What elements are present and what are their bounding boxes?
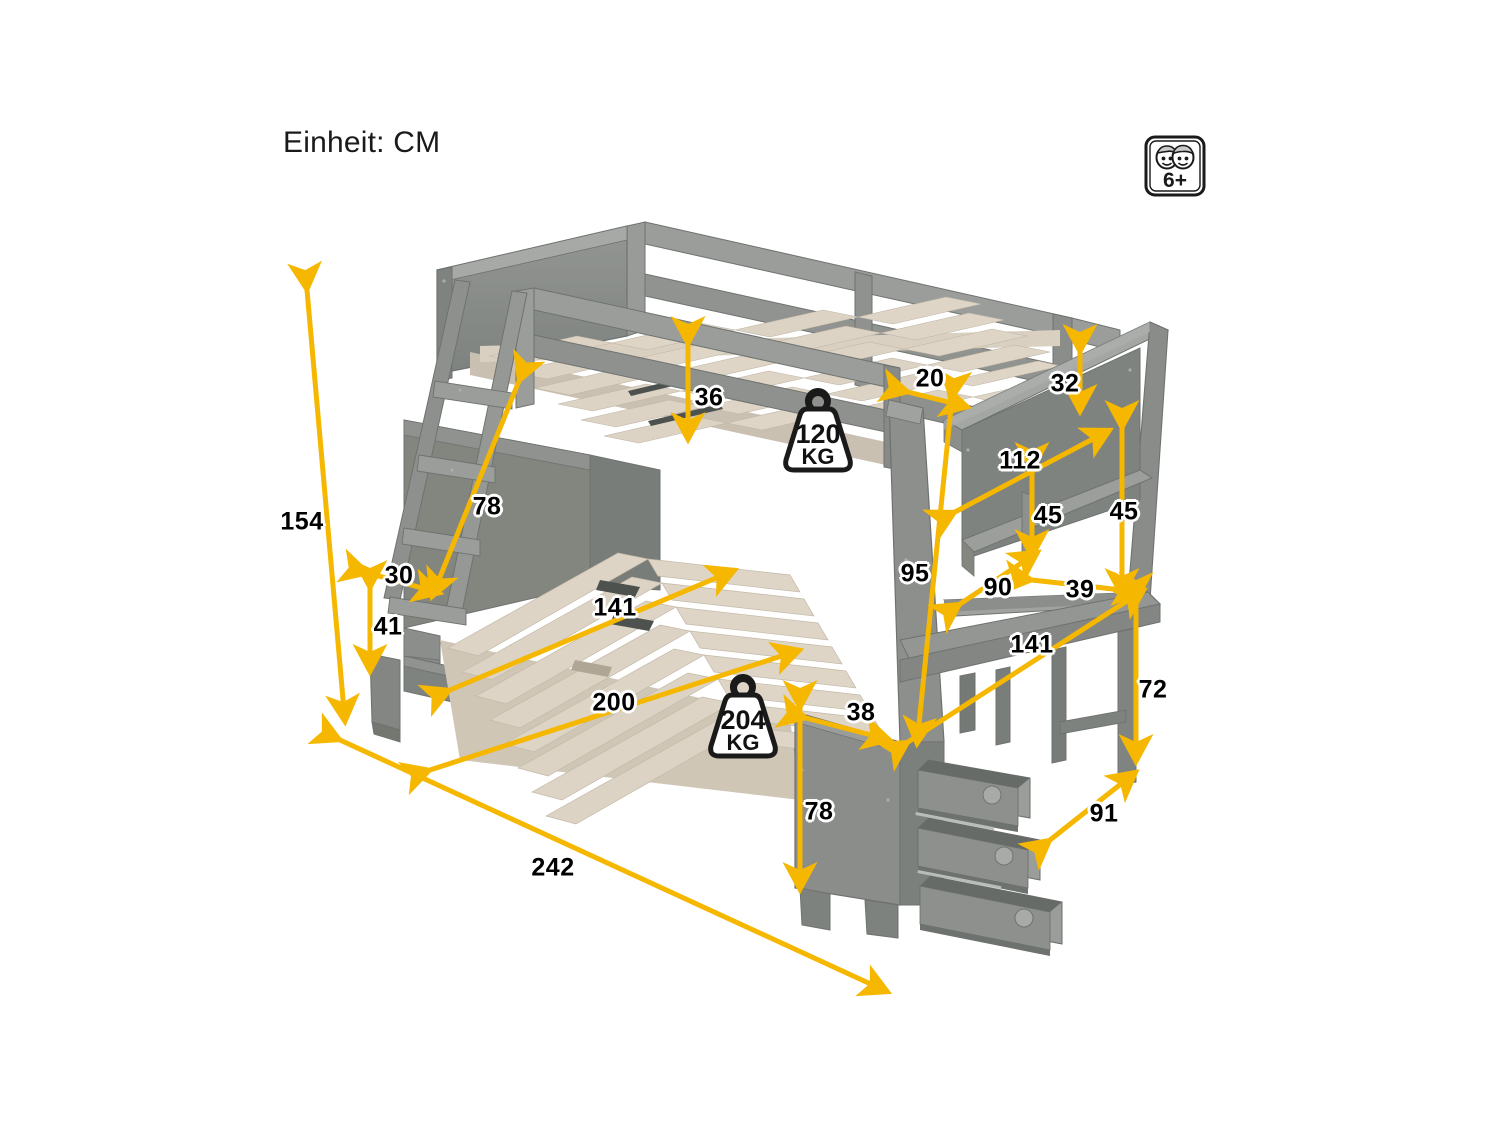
dimension-label-shelf-height-left: 45 bbox=[1033, 501, 1063, 530]
bed-frame-geometry bbox=[369, 221, 1170, 956]
dimension-label-ladder-offset: 30 bbox=[384, 561, 414, 590]
dimension-label-desk-depth: 91 bbox=[1089, 799, 1119, 828]
dimension-label-shelf-width: 112 bbox=[999, 446, 1041, 475]
age-badge-label: 6+ bbox=[1163, 169, 1187, 192]
dimension-label-upper-bunk-clearance: 36 bbox=[694, 383, 724, 412]
dimension-label-shelf-height-right: 45 bbox=[1109, 497, 1139, 526]
arrow-overall-length bbox=[307, 712, 893, 997]
two-children-faces-icon: 6+ bbox=[1144, 135, 1206, 197]
dimension-label-overall-length: 242 bbox=[531, 853, 575, 882]
dimension-label-stair-depth: 38 bbox=[846, 698, 876, 727]
dimension-label-shelf-inner-width: 90 bbox=[983, 573, 1013, 602]
dimension-label-side-panel-height: 95 bbox=[900, 559, 930, 588]
dimension-label-overall-height: 154 bbox=[280, 507, 324, 536]
dimension-label-ladder-length: 78 bbox=[472, 492, 502, 521]
arrow-ladder-length bbox=[426, 348, 546, 602]
arrow-desk-depth bbox=[1017, 769, 1140, 872]
stair-side-panel bbox=[885, 399, 945, 791]
dimension-label-lower-rail-height: 41 bbox=[373, 612, 403, 641]
dimension-label-lower-bunk-width: 141 bbox=[593, 593, 637, 622]
dimension-label-shelf-depth-top: 20 bbox=[915, 364, 945, 393]
page-title: Einheit: CM bbox=[283, 126, 441, 159]
drawer-bottom[interactable] bbox=[917, 870, 1063, 956]
dimension-label-lower-bunk-height: 78 bbox=[804, 797, 834, 826]
dimension-label-shelf-gap-top: 32 bbox=[1050, 369, 1080, 398]
weight-value: 120 bbox=[795, 419, 840, 449]
dimension-arrows bbox=[287, 260, 1154, 997]
weight-value: 204 bbox=[720, 705, 765, 735]
weight-unit: KG bbox=[727, 730, 760, 755]
dimension-label-lower-bunk-length: 200 bbox=[592, 688, 636, 717]
dimension-label-shelf-side-width: 39 bbox=[1065, 575, 1095, 604]
dimension-label-desk-height: 72 bbox=[1138, 675, 1168, 704]
arrow-desk-width bbox=[874, 587, 1148, 772]
weight-unit: KG bbox=[802, 444, 835, 469]
drawer-top[interactable] bbox=[917, 759, 1031, 832]
drawer-stack bbox=[899, 741, 1063, 956]
dimension-label-desk-width: 141 bbox=[1010, 630, 1054, 659]
arrow-overall-height bbox=[287, 260, 360, 727]
age-recommendation-badge: 6+ bbox=[1144, 135, 1206, 197]
